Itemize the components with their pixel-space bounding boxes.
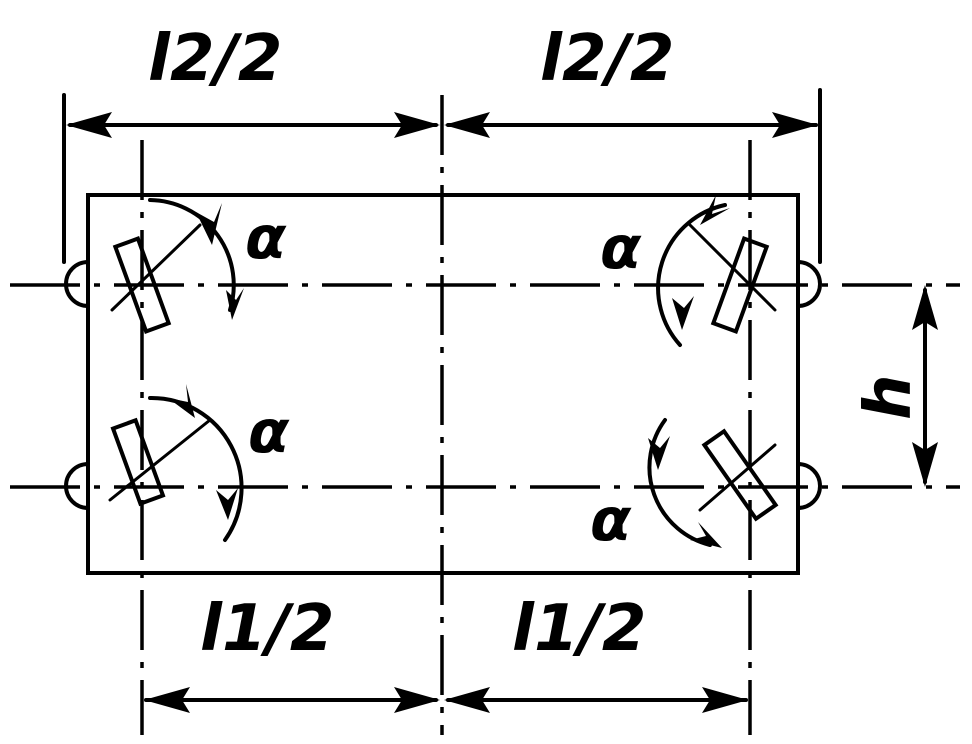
wheel-bump-bottom-right [796, 462, 822, 510]
wheel-axis-bottom-right [698, 443, 777, 512]
top-left-dim-label: l2/2 [148, 22, 282, 96]
angle-label-top-right: α [600, 213, 642, 283]
wheel-bump-top-right [796, 260, 822, 308]
angle-arc-top-left [148, 198, 236, 312]
wheel-axis-bottom-left [108, 418, 212, 502]
arrow-head [196, 203, 222, 245]
top-right-dim-label: l2/2 [540, 22, 674, 96]
bottom-right-dim-label: l1/2 [512, 592, 646, 666]
arrow-head [912, 285, 938, 330]
arrow-head [444, 112, 490, 138]
arrow-head [226, 288, 244, 320]
wheel-bump-bottom-left [64, 462, 90, 510]
arrow-head [912, 442, 938, 487]
arrow-head [702, 687, 748, 713]
arrow-head [690, 522, 722, 548]
wheel-axis-top-left [110, 223, 202, 312]
wheel-top-right [710, 236, 770, 334]
angle-arc-top-right [656, 203, 727, 347]
wheel-axis-top-right [688, 223, 777, 312]
arrow-head [700, 195, 730, 225]
wheel-top-left [112, 236, 172, 334]
arrow-head [444, 687, 490, 713]
arrow-head [168, 384, 195, 418]
arrow-head [144, 687, 190, 713]
arrow-head [394, 112, 440, 138]
arrow-head [394, 687, 440, 713]
arrow-head [672, 296, 694, 330]
wheel-bottom-left [110, 417, 166, 507]
arrow-head [216, 488, 238, 520]
arrow-head [66, 112, 112, 138]
angle-arc-bottom-right [647, 418, 712, 547]
angle-label-bottom-right: α [590, 485, 632, 555]
angle-label-bottom-left: α [248, 397, 290, 467]
angle-label-top-left: α [245, 203, 287, 273]
arrow-head [648, 436, 670, 470]
bottom-left-dim-label: l1/2 [200, 592, 334, 666]
arrow-head [772, 112, 818, 138]
wheel-bump-top-left [64, 260, 90, 308]
height-dim-label: h [852, 374, 926, 420]
